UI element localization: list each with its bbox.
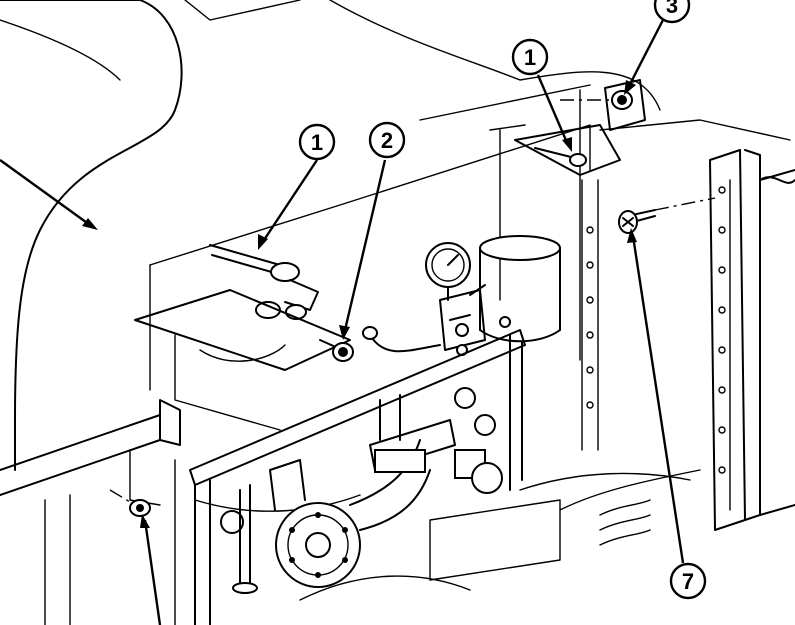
callout-label: 2 bbox=[381, 128, 393, 153]
piping-valves bbox=[220, 387, 503, 594]
lower-frame bbox=[189, 329, 526, 625]
cylinder-tank bbox=[469, 235, 561, 343]
door-panel bbox=[599, 119, 795, 531]
callout-label: 3 bbox=[666, 0, 678, 18]
callout-1-right: 1 bbox=[511, 38, 572, 152]
callout-7: 7 bbox=[627, 228, 707, 600]
callout-3: 3 bbox=[624, 0, 691, 95]
hose bbox=[362, 326, 441, 353]
hinge-strip bbox=[581, 179, 599, 451]
callout-2: 2 bbox=[339, 121, 406, 340]
callout-label: 1 bbox=[311, 130, 323, 155]
pressure-gauge bbox=[425, 242, 471, 301]
nut-left bbox=[109, 489, 162, 625]
side-rail bbox=[0, 399, 181, 625]
callout-label: 7 bbox=[682, 569, 694, 594]
callout-label: 1 bbox=[524, 45, 536, 70]
lower-tank bbox=[299, 469, 701, 601]
mounting-plate bbox=[134, 289, 351, 431]
leader-arrow-left bbox=[0, 159, 98, 230]
engine-housing-outline bbox=[0, 0, 661, 471]
back-panel bbox=[149, 84, 591, 391]
pin-assembly-left bbox=[209, 244, 319, 320]
hinge-right bbox=[489, 124, 621, 176]
screw-part-7 bbox=[618, 197, 716, 234]
callout-1-left: 1 bbox=[258, 123, 336, 250]
bolt-part-2 bbox=[319, 339, 354, 362]
